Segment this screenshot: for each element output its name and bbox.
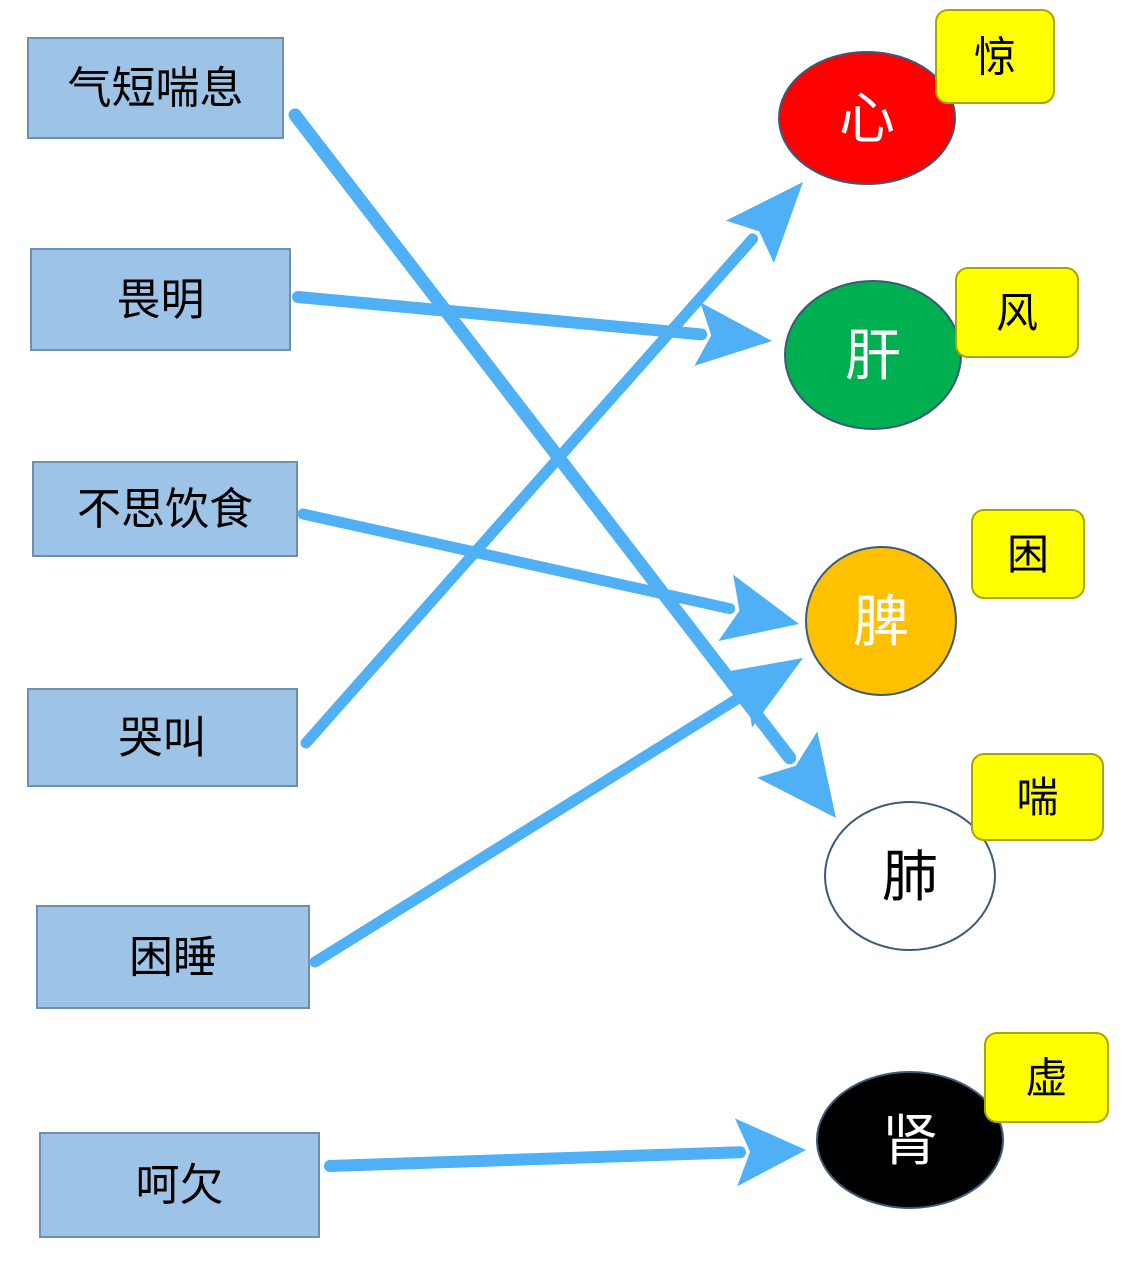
tag-box — [971, 753, 1104, 841]
organ-tag-pi: 困 — [971, 509, 1085, 599]
tag-box — [935, 9, 1055, 104]
organ-label: 心 — [839, 87, 895, 152]
symptom-heqian: 呵欠 — [39, 1132, 320, 1238]
tag-label: 困 — [1007, 530, 1049, 579]
arrow-head — [694, 302, 772, 366]
arrow-shaft — [324, 1146, 747, 1172]
tag-label: 虚 — [1025, 1054, 1067, 1103]
organ-circle — [805, 546, 957, 696]
organ-gan: 肝风 — [784, 267, 1079, 430]
symptom-kunshui: 困睡 — [36, 905, 310, 1009]
symptom-kujiao: 哭叫 — [27, 688, 298, 787]
organ-tag-fei: 喘 — [971, 753, 1104, 841]
organ-shen: 肾虚 — [816, 1032, 1109, 1209]
tag-box — [984, 1032, 1109, 1123]
organ-label: 肺 — [882, 845, 938, 910]
symptom-box — [30, 248, 291, 351]
organ-label: 脾 — [853, 590, 909, 655]
arrow-qiduan-fei — [288, 108, 836, 818]
tag-label: 惊 — [974, 33, 1016, 82]
organ-label: 肝 — [845, 324, 901, 389]
symptom-box — [39, 1132, 320, 1238]
symptom-busi: 不思饮食 — [32, 461, 298, 557]
arrow-layer — [288, 108, 836, 1187]
symptom-label: 气短喘息 — [68, 63, 244, 114]
arrow-shaft — [309, 692, 744, 968]
organ-tag-shen: 虚 — [984, 1032, 1109, 1123]
tag-box — [955, 267, 1079, 358]
symptom-box — [27, 688, 298, 787]
organ-circle — [824, 801, 996, 951]
tag-box — [971, 509, 1085, 599]
symptom-label: 不思饮食 — [77, 484, 253, 535]
arrow-shaft — [300, 233, 759, 749]
arrow-busi-pi — [297, 508, 799, 641]
organ-circle — [816, 1071, 1004, 1209]
symptom-box — [27, 37, 284, 139]
symptom-label: 哭叫 — [119, 713, 207, 764]
organ-tag-xin: 惊 — [935, 9, 1055, 104]
tag-label: 风 — [996, 289, 1038, 338]
arrow-head — [718, 574, 799, 641]
arrow-shaft — [297, 508, 736, 615]
arrow-head — [757, 731, 836, 818]
arrow-weiming-gan — [292, 291, 772, 366]
arrow-head — [718, 658, 803, 728]
arrow-shaft — [292, 291, 708, 341]
symptom-box — [36, 905, 310, 1009]
organ-circle — [778, 51, 956, 185]
arrow-shaft — [288, 108, 797, 765]
symptom-weiming: 畏明 — [30, 248, 291, 351]
symptom-label: 畏明 — [117, 275, 205, 326]
symptom-label: 呵欠 — [136, 1160, 224, 1211]
symptom-qiduan: 气短喘息 — [27, 37, 284, 139]
organ-label: 肾 — [882, 1109, 938, 1174]
arrow-head — [725, 182, 803, 264]
arrow-kunshui-pi — [309, 658, 803, 968]
arrow-heqian-shen — [324, 1118, 806, 1187]
arrow-kujiao-xin — [300, 182, 803, 749]
arrow-head — [734, 1118, 806, 1187]
symptom-label: 困睡 — [129, 932, 217, 983]
organ-fei: 肺喘 — [824, 753, 1104, 951]
tag-label: 喘 — [1016, 773, 1058, 822]
organ-pi: 脾困 — [805, 509, 1085, 696]
organ-xin: 心惊 — [778, 9, 1055, 185]
symptom-box — [32, 461, 298, 557]
organ-tag-gan: 风 — [955, 267, 1079, 358]
